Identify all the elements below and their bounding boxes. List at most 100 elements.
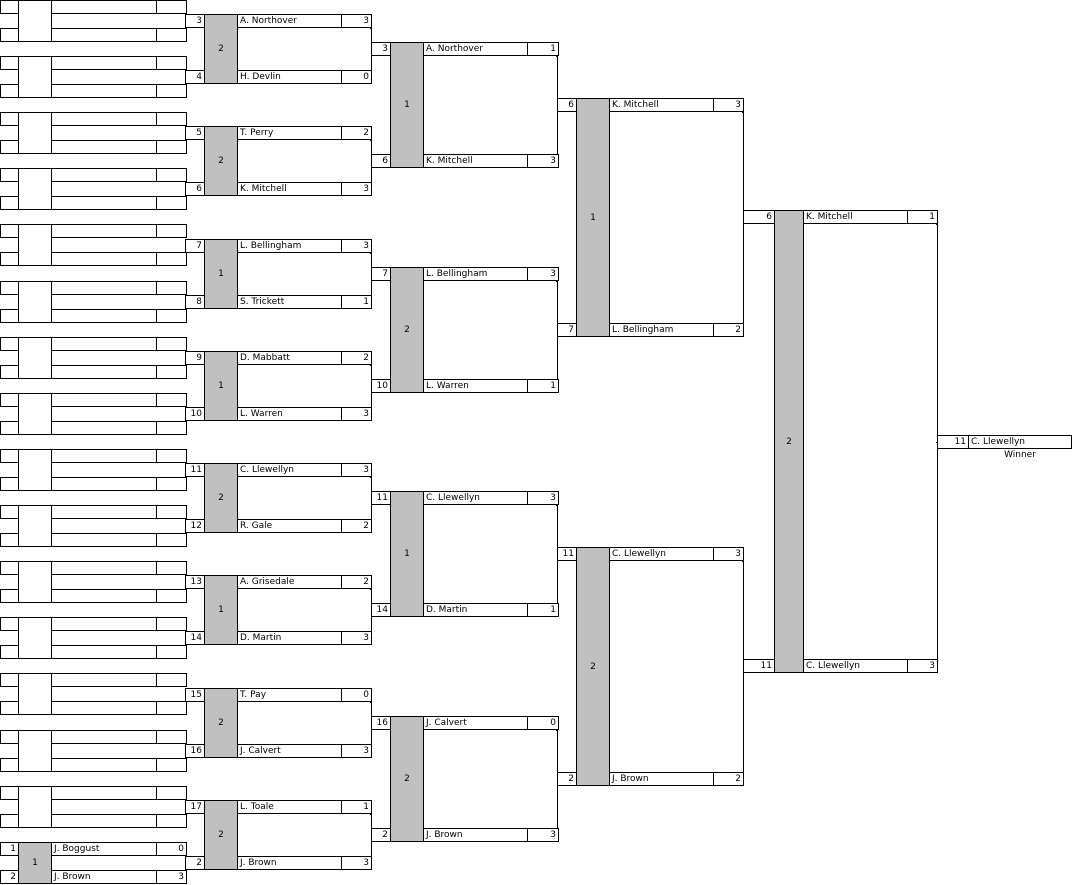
score-cell: 3 [527,491,559,505]
score-cell [156,505,187,519]
player-name: A. Northover [237,14,342,28]
game-number: 2 [218,830,224,840]
score-cell [156,84,187,98]
player-name: K. Mitchell [423,154,528,168]
score-cell: 3 [527,828,559,842]
score-cell: 2 [341,519,372,533]
seed-cell: 13 [185,575,205,589]
seed-cell [0,168,19,182]
seed-cell: 10 [185,407,205,421]
seed-cell [0,421,19,435]
seed-cell: 7 [557,323,577,337]
score-cell: 1 [341,800,372,814]
connector-line [742,561,744,773]
game-box [18,505,52,547]
game-box: 2 [774,210,804,673]
player-name [51,617,157,631]
score-cell: 3 [527,154,559,168]
score-cell [156,224,187,238]
score-cell [156,561,187,575]
seed-cell [0,645,19,659]
game-box: 2 [390,716,424,842]
seed-cell: 2 [185,856,205,870]
game-number: 2 [786,436,792,447]
seed-cell: 11 [557,547,577,561]
score-cell: 3 [341,631,372,645]
score-cell [156,252,187,266]
connector-line [370,702,372,745]
player-name: L. Toale [237,800,342,814]
seed-cell: 16 [185,744,205,758]
score-cell [156,393,187,407]
player-name: S. Trickett [237,295,342,309]
score-cell: 3 [713,547,744,561]
seed-cell [0,673,19,687]
player-name [51,673,157,687]
seed-cell [0,758,19,772]
score-cell [156,112,187,126]
score-cell: 1 [527,379,559,393]
player-name: J. Brown [237,856,342,870]
game-number: 1 [32,858,38,868]
player-name: A. Northover [423,42,528,56]
seed-cell [0,365,19,379]
game-box: 1 [204,351,238,421]
winner-name: C. Llewellyn [968,435,1072,449]
player-name [51,645,157,659]
seed-cell: 15 [185,688,205,702]
score-cell [156,421,187,435]
seed-cell [0,84,19,98]
game-number: 1 [590,212,596,223]
game-box: 2 [204,800,238,870]
seed-cell: 3 [371,42,391,56]
player-name: K. Mitchell [609,98,714,112]
player-name [51,814,157,828]
game-box: 1 [390,491,424,617]
game-box: 1 [576,98,610,337]
seed-cell: 4 [185,70,205,84]
score-cell [156,337,187,351]
seed-cell [0,281,19,295]
player-name [51,421,157,435]
seed-cell: 6 [743,210,775,224]
score-cell: 0 [341,688,372,702]
player-name [51,56,157,70]
player-name [51,365,157,379]
game-box [18,730,52,772]
seed-cell [0,814,19,828]
game-number: 1 [218,269,224,279]
seed-cell: 3 [185,14,205,28]
score-cell [156,730,187,744]
score-cell: 2 [713,772,744,786]
seed-cell [0,28,19,42]
player-name [51,758,157,772]
game-number: 1 [404,100,410,110]
player-name [51,533,157,547]
seed-cell: 14 [371,603,391,617]
score-cell: 3 [907,659,938,673]
score-cell: 0 [341,70,372,84]
connector-line [370,140,372,183]
score-cell: 3 [156,870,187,884]
score-cell [156,168,187,182]
player-name [51,224,157,238]
seed-cell: 1 [0,842,19,856]
game-box: 1 [204,239,238,309]
score-cell [156,449,187,463]
player-name: J. Calvert [237,744,342,758]
player-name [51,505,157,519]
game-box [18,168,52,210]
player-name [51,449,157,463]
player-name: L. Bellingham [423,267,528,281]
player-name [51,281,157,295]
connector-line [556,730,558,829]
game-number: 2 [218,44,224,54]
score-cell [156,701,187,715]
score-cell: 3 [341,407,372,421]
player-name [51,589,157,603]
seed-cell [0,337,19,351]
player-name [51,786,157,800]
score-cell [156,758,187,772]
score-cell [156,673,187,687]
seed-cell [0,140,19,154]
